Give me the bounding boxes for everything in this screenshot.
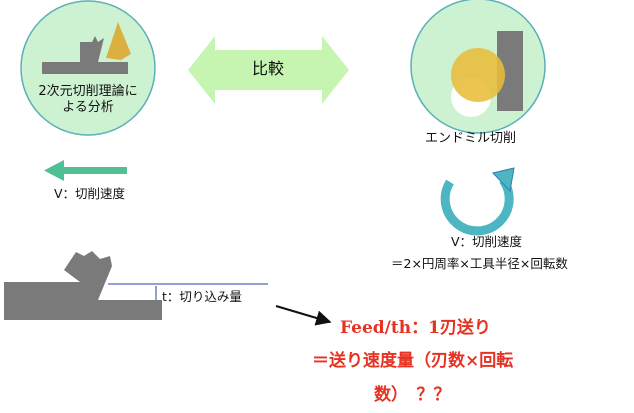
left-circle-label-line1: 2次元切削理論に <box>38 84 138 99</box>
end-mill-label: エンドミル切削 <box>425 131 517 146</box>
arrow-right-icon <box>275 304 332 326</box>
velocity-arrow <box>44 160 127 181</box>
compare-label: 比較 <box>252 59 285 78</box>
left-circle-label: 2次元切削理論に よる分析 <box>23 84 153 117</box>
end-mill-velocity-label: V：切削速度 <box>451 234 523 249</box>
cutting-workpiece-chip <box>4 251 162 320</box>
velocity-arrow-head <box>44 160 64 181</box>
feed-per-tooth-line1: Feed/th：1刃送り <box>340 318 491 338</box>
end-mill-tool <box>451 48 505 102</box>
circular-arrow-icon <box>440 167 515 236</box>
rotation-arrow-head <box>492 167 515 193</box>
feed-per-tooth-line2: ＝送り速度量（刃数×回転 <box>312 351 514 371</box>
end-mill-circle <box>410 0 546 134</box>
velocity-label: V：切削速度 <box>54 186 126 201</box>
cutting-section <box>4 251 268 320</box>
rotation-arc <box>440 177 514 236</box>
velocity-arrow-shaft <box>62 167 127 174</box>
orthogonal-cutting-circle <box>20 0 156 136</box>
left-cutting-tool <box>106 22 131 60</box>
end-mill-velocity-formula: ＝2×円周率×工具半径×回転数 <box>391 256 568 271</box>
left-circle-label-line2: よる分析 <box>62 100 114 116</box>
compare-double-arrow <box>188 36 349 104</box>
depth-of-cut-label: t：切り込み量 <box>162 289 242 304</box>
feed-per-tooth-line3: 数） ？？ <box>374 385 451 405</box>
left-workpiece-chip <box>42 36 128 74</box>
compare-arrow-shape <box>188 36 349 104</box>
